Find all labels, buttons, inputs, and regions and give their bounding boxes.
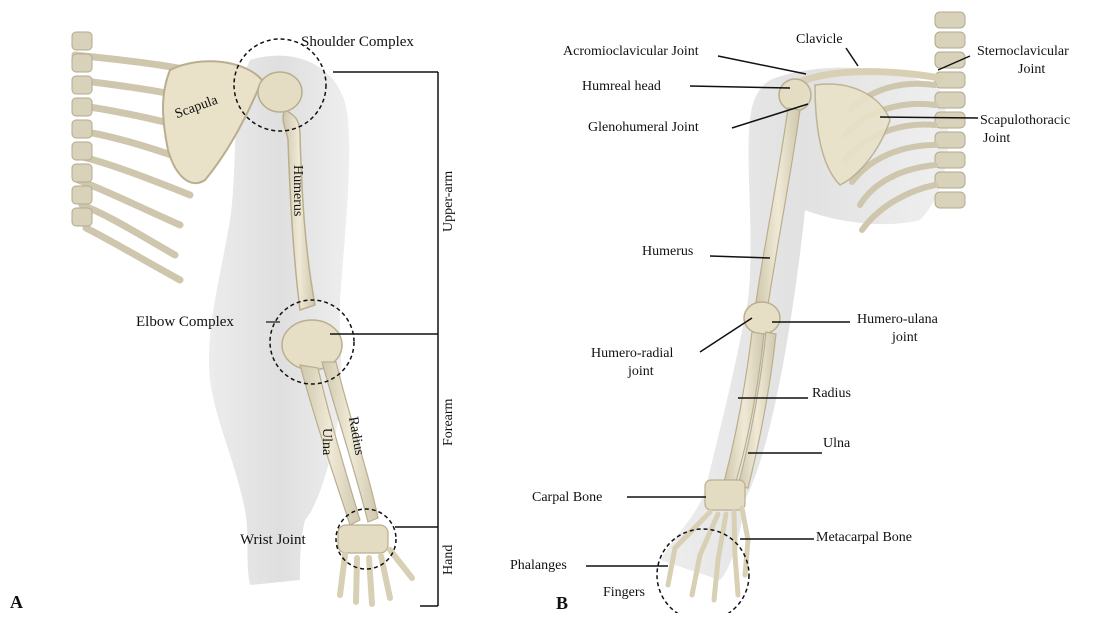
humeral-head-b xyxy=(779,79,811,111)
label-sternoclavicular-1: Sternoclavicular xyxy=(977,44,1069,60)
label-humero-ulana-2: joint xyxy=(892,330,918,346)
label-scapulothoracic-1: Scapulothoracic xyxy=(980,113,1070,129)
label-sternoclavicular-2: Joint xyxy=(1018,62,1045,78)
label-wrist-joint: Wrist Joint xyxy=(240,532,306,548)
label-ulna-a: Ulna xyxy=(318,428,334,455)
label-glenohumeral-joint: Glenohumeral Joint xyxy=(588,120,699,136)
label-radius-b: Radius xyxy=(812,386,851,402)
panel-letter-a: A xyxy=(10,592,23,613)
label-humero-ulana-1: Humero-ulana xyxy=(857,312,938,328)
panel-a-illustration xyxy=(72,32,438,606)
wrist-a-bones xyxy=(338,525,388,553)
label-humero-radial-1: Humero-radial xyxy=(591,346,673,362)
humeral-head-a xyxy=(258,72,302,112)
label-phalanges: Phalanges xyxy=(510,558,567,574)
hand-a-fingers xyxy=(340,550,412,604)
label-humerus-b: Humerus xyxy=(642,244,693,260)
label-ulna-b: Ulna xyxy=(823,436,850,452)
label-acromioclavicular-joint: Acromioclavicular Joint xyxy=(563,44,699,60)
label-forearm: Forearm xyxy=(441,399,457,446)
spine-a xyxy=(72,32,92,226)
carpal-b-bones xyxy=(705,480,745,510)
label-clavicle: Clavicle xyxy=(796,32,843,48)
label-hand: Hand xyxy=(441,545,457,575)
label-shoulder-complex: Shoulder Complex xyxy=(301,34,414,50)
label-humerus-a: Humerus xyxy=(289,165,305,216)
label-fingers: Fingers xyxy=(603,585,645,601)
label-elbow-complex: Elbow Complex xyxy=(136,314,234,330)
label-scapulothoracic-2: Joint xyxy=(983,131,1010,147)
label-humero-radial-2: joint xyxy=(628,364,654,380)
label-humreal-head: Humreal head xyxy=(582,79,661,95)
label-upper-arm: Upper-arm xyxy=(441,171,457,232)
label-metacarpal-bone: Metacarpal Bone xyxy=(816,530,912,546)
panel-letter-b: B xyxy=(556,593,568,614)
label-carpal-bone: Carpal Bone xyxy=(532,490,602,506)
elbow-b-bone xyxy=(744,302,780,334)
